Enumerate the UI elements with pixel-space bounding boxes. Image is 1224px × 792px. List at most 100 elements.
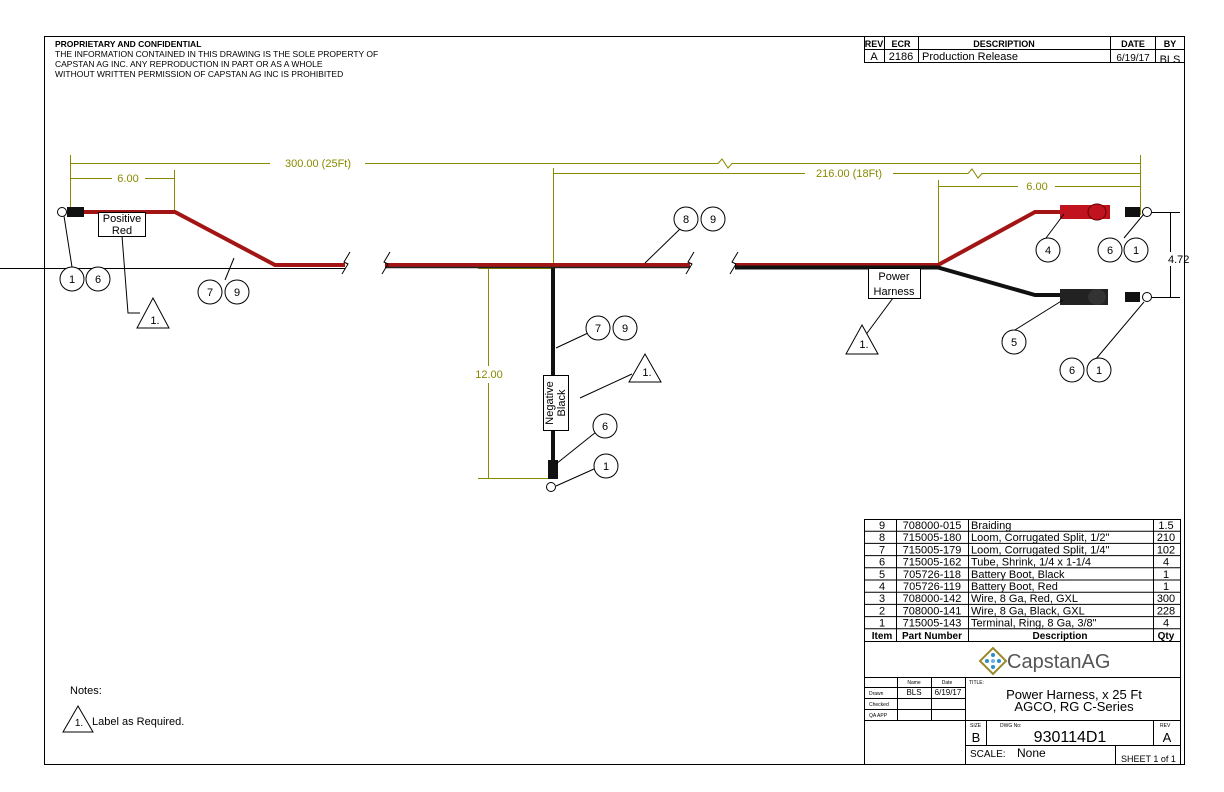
bom-description: Wire, 8 Ga, Red, GXL [971, 593, 1078, 605]
dwg-number: 930114D1 [1034, 729, 1107, 746]
power-harness-label: Power [878, 271, 910, 283]
balloon-9: 9 [710, 214, 716, 226]
dimensions: 300.00 (25Ft) 6.00 216.00 (18Ft) 6.00 12… [70, 155, 1189, 479]
checked-label: Checked [869, 702, 889, 708]
bom-description: Battery Boot, Red [971, 581, 1058, 593]
bom-part-number: Part Number [902, 631, 962, 642]
balloon-5: 5 [1011, 337, 1017, 349]
rev-header: REV [865, 39, 884, 49]
notes-heading: Notes: [70, 685, 102, 697]
note-flag-text: 1. [150, 315, 159, 327]
capstan-logo: CapstanAG [978, 646, 1110, 676]
bom-item: 7 [879, 544, 885, 556]
balloon-6: 6 [602, 421, 608, 433]
confidential-line: WITHOUT WRITTEN PERMISSION OF CAPSTAN AG… [55, 69, 343, 79]
rev-by: BLS [1160, 54, 1181, 66]
branch-dimension: 216.00 (18Ft) [816, 168, 882, 180]
date-header: DATE [1121, 39, 1145, 49]
bom-description: Terminal, Ring, 8 Ga, 3/8" [971, 618, 1097, 630]
bom-qty: 4 [1163, 618, 1169, 630]
size-value: B [972, 730, 981, 745]
balloon-9: 9 [234, 287, 240, 299]
positive-label-box [98, 212, 146, 237]
name-label: Name [907, 680, 921, 686]
rev-value: A [870, 51, 878, 63]
bom-item: 2 [879, 605, 885, 617]
description-header: DESCRIPTION [973, 39, 1035, 49]
left-end-dimension: 6.00 [117, 173, 138, 185]
bom-item: 4 [879, 581, 885, 593]
bom-part-number: 708000-142 [903, 593, 962, 605]
bom-qty: 300 [1157, 593, 1175, 605]
positive-label: Red [112, 225, 132, 237]
rev-label: REV [1160, 723, 1171, 729]
balloon-1: 1 [1096, 365, 1102, 377]
title-block: CapstanAG Name Date Drawn BLS 6/19/17 Ch… [864, 641, 1181, 765]
notes: Notes: 1. Label as Required. [62, 685, 184, 733]
bom-item: 6 [879, 557, 885, 569]
bom-description: Tube, Shrink, 1/4 x 1-1/4 [971, 557, 1091, 569]
black-wire-right [735, 265, 1065, 297]
ring-terminal [57, 207, 67, 217]
drawing-title: Power Harness, x 25 Ft [1006, 687, 1142, 702]
drawing-title: AGCO, RG C-Series [1014, 699, 1134, 714]
drop-dimension: 12.00 [475, 369, 503, 381]
scale-label: SCALE: [970, 749, 1006, 760]
scale-value: None [1017, 746, 1046, 760]
sheet-number: SHEET 1 of 1 [1121, 754, 1176, 764]
drawn-label: Drawn [869, 691, 884, 697]
balloon-9: 9 [622, 323, 628, 335]
balloon-8: 8 [683, 214, 689, 226]
balloons: 1 6 7 9 8 9 7 9 6 1 4 6 1 5 6 1 [59, 206, 1149, 479]
balloon-4: 4 [1045, 245, 1051, 257]
logo-text: CapstanAG [1007, 651, 1110, 673]
balloon-6: 6 [1069, 365, 1075, 377]
bom-description: Braiding [971, 520, 1011, 532]
negative-label: Black [556, 389, 568, 416]
bom-description: Loom, Corrugated Split, 1/4" [971, 544, 1110, 556]
bom-part-number: 705726-119 [903, 581, 961, 593]
negative-label-box [543, 375, 569, 431]
bom-row: 4 705726-119 Battery Boot, Red 1 [879, 581, 1169, 593]
drawn-date: 6/19/17 [935, 688, 962, 697]
bom-description: Description [1032, 631, 1087, 642]
bom-item: 8 [879, 532, 885, 544]
bom-item: 9 [879, 520, 885, 532]
overall-dimension-line [70, 158, 1140, 169]
bom-item: 5 [879, 569, 885, 581]
ecr-value: 2186 [889, 51, 913, 63]
bom-item: Item [872, 631, 893, 642]
rev-date: 6/19/17 [1116, 53, 1150, 64]
bom-part-number: 708000-015 [903, 520, 962, 532]
balloon-6: 6 [1107, 245, 1113, 257]
spread-dimension: 4.72 [1168, 254, 1189, 266]
note-flag-text: 1. [75, 718, 83, 729]
title-label: TITLE: [969, 680, 984, 686]
rev-description: Production Release [922, 51, 1018, 63]
ring-terminal [546, 482, 556, 492]
balloon-1: 1 [1133, 245, 1139, 257]
ecr-header: ECR [891, 39, 911, 49]
bom-qty: 4 [1163, 557, 1169, 569]
ring-terminal [1142, 292, 1152, 302]
bom-item: 1 [879, 618, 885, 630]
bom-qty: 102 [1157, 544, 1175, 556]
bom-part-number: 708000-141 [903, 605, 962, 617]
note-item: Label as Required. [92, 716, 184, 728]
positive-label: Positive [103, 213, 142, 225]
bom-qty: 1 [1163, 581, 1169, 593]
balloon-7: 7 [595, 323, 601, 335]
balloon-7: 7 [207, 287, 213, 299]
note-flag-text: 1. [642, 367, 651, 379]
balloon-1: 1 [69, 274, 75, 286]
